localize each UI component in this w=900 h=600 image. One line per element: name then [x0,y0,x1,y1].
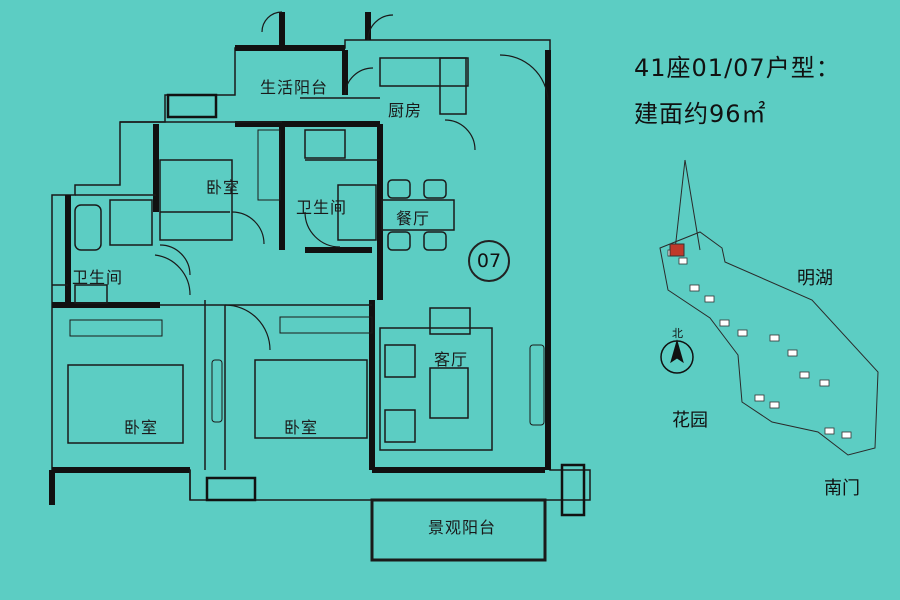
thick-walls [49,12,551,505]
map-label-south-gate: 南门 [824,478,860,499]
locator-line [674,159,686,251]
site-map [659,159,879,456]
site-boundary [659,231,879,456]
balcony-railing [370,498,547,562]
map-label-garden: 花园 [672,410,708,431]
site-buildings [667,249,852,439]
room-label-bedroom-left: 卧室 [124,418,159,437]
beds [67,159,368,444]
ac-units [166,93,586,517]
room-label-bathroom-center: 卫生间 [296,198,348,217]
wardrobes [69,129,545,426]
plan-title: 41座01/07户型： [634,54,841,82]
outer-wall-outline [51,39,591,561]
room-label-bedroom-top: 卧室 [206,178,241,197]
selected-building-marker [669,243,685,257]
map-label-lake: 明湖 [797,268,833,289]
dining-table [381,179,455,251]
unit-number: 07 [468,240,510,282]
door-swings [154,11,549,351]
room-label-view-balcony: 景观阳台 [428,518,497,537]
floor-plan [49,11,591,562]
room-label-dining: 餐厅 [396,209,431,228]
room-label-living-room: 客厅 [434,350,469,369]
room-label-living-balcony: 生活阳台 [260,78,329,97]
bathroom-fixtures [74,129,377,304]
sofa-set [379,307,493,451]
interior-walls [52,97,545,501]
north-arrow-icon [660,339,694,374]
locator-line [684,159,701,251]
kitchen-counter [379,57,469,115]
plan-area: 建面约96㎡ [634,100,767,128]
room-label-kitchen: 厨房 [388,101,423,120]
room-label-bathroom-left: 卫生间 [72,268,124,287]
north-label: 北 [672,327,683,340]
room-label-bedroom-center: 卧室 [284,418,319,437]
